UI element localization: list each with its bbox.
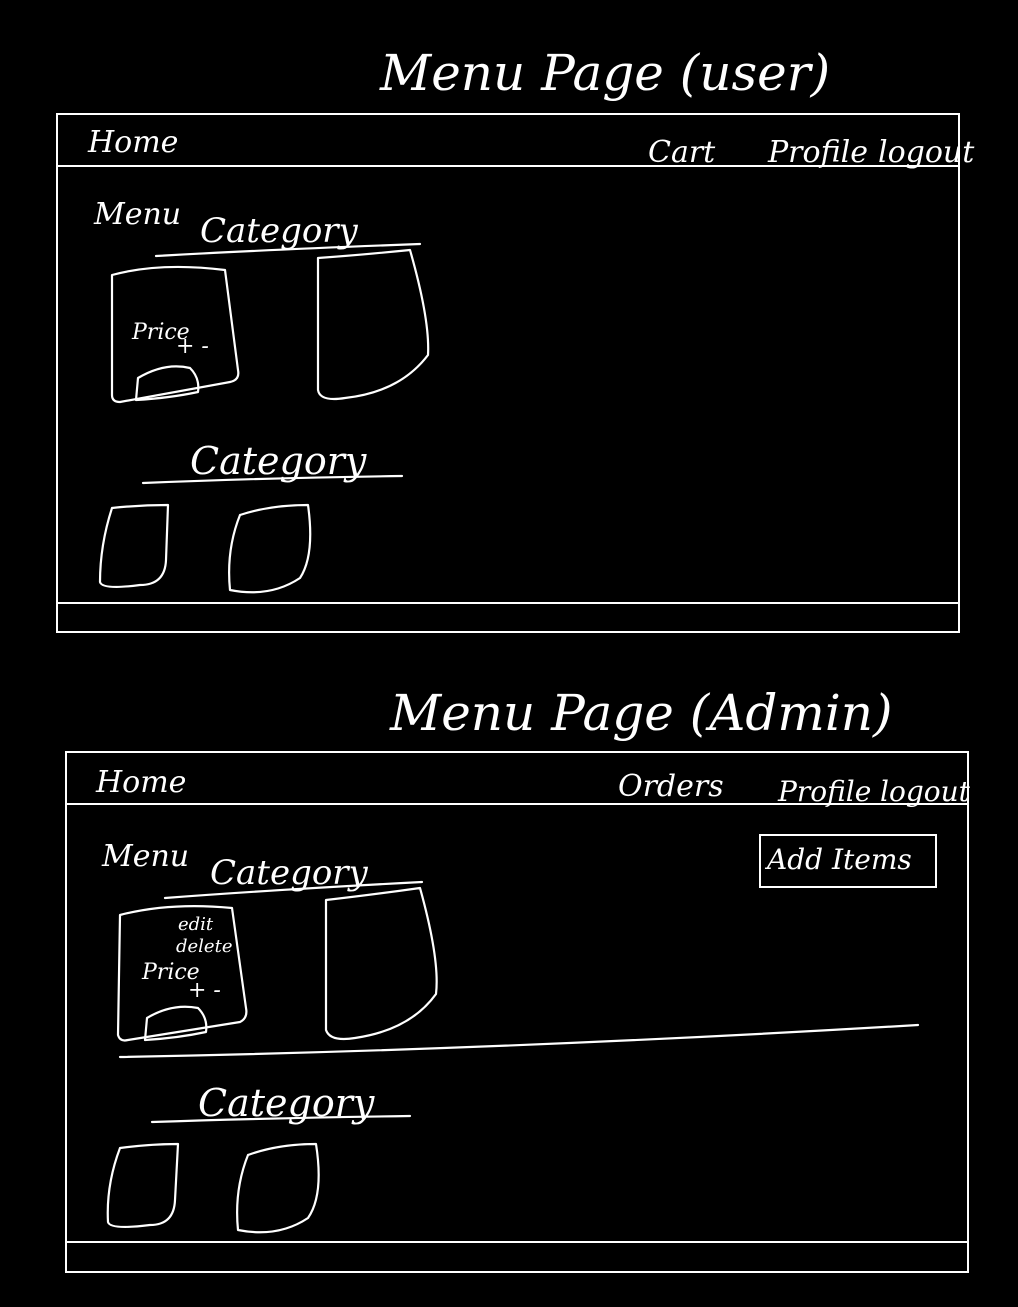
admin-item-card-3 xyxy=(106,1142,180,1229)
user-page-frame xyxy=(56,113,960,633)
add-items-button[interactable]: Add Items xyxy=(759,834,937,888)
user-item-card-4 xyxy=(228,503,312,594)
user-item-price-label: Price xyxy=(132,320,190,345)
admin-item-price-label: Price xyxy=(142,960,200,985)
user-nav-home[interactable]: Home xyxy=(88,125,179,160)
user-menu-label: Menu xyxy=(94,197,182,232)
admin-item-edit-link[interactable]: edit xyxy=(178,914,214,935)
admin-item-quantity-stepper[interactable]: + - xyxy=(188,978,221,1003)
admin-item-card-1 xyxy=(116,905,248,1042)
admin-category-underline-1 xyxy=(163,880,424,900)
admin-nav-profile[interactable]: Profile xyxy=(778,775,872,808)
user-nav-logout[interactable]: logout xyxy=(878,135,975,170)
admin-menu-label: Menu xyxy=(102,839,190,874)
admin-item-delete-link[interactable]: delete xyxy=(176,936,233,957)
user-item-card-1 xyxy=(110,265,240,404)
admin-nav-logout[interactable]: logout xyxy=(880,775,970,808)
admin-nav-orders[interactable]: Orders xyxy=(618,769,724,804)
admin-item-card-2 xyxy=(324,886,438,1041)
admin-page-title: Menu Page (Admin) xyxy=(390,684,893,742)
admin-item-image-placeholder xyxy=(143,1005,208,1042)
user-item-card-3 xyxy=(98,503,170,589)
user-category-heading-1: Category xyxy=(200,211,358,251)
admin-category-heading-1: Category xyxy=(210,853,368,893)
user-header-divider xyxy=(56,165,960,167)
user-item-quantity-stepper[interactable]: + - xyxy=(176,334,209,359)
user-item-image-placeholder xyxy=(134,365,200,402)
user-nav-cart[interactable]: Cart xyxy=(648,135,716,170)
admin-nav-home[interactable]: Home xyxy=(96,765,187,800)
admin-section-divider xyxy=(118,1023,920,1059)
user-category-underline-2 xyxy=(141,474,404,485)
admin-header-divider xyxy=(65,803,969,805)
user-category-underline-1 xyxy=(154,242,422,258)
user-item-card-2 xyxy=(316,248,430,401)
admin-page-frame xyxy=(65,751,969,1273)
user-footer-divider xyxy=(56,602,960,604)
user-category-heading-2: Category xyxy=(190,439,367,483)
admin-category-underline-2 xyxy=(150,1114,412,1124)
add-items-label: Add Items xyxy=(767,843,912,876)
admin-item-card-4 xyxy=(236,1142,320,1234)
admin-footer-divider xyxy=(65,1241,969,1243)
user-nav-profile[interactable]: Profile xyxy=(768,135,868,170)
admin-category-heading-2: Category xyxy=(198,1081,375,1125)
user-page-title: Menu Page (user) xyxy=(380,44,831,102)
